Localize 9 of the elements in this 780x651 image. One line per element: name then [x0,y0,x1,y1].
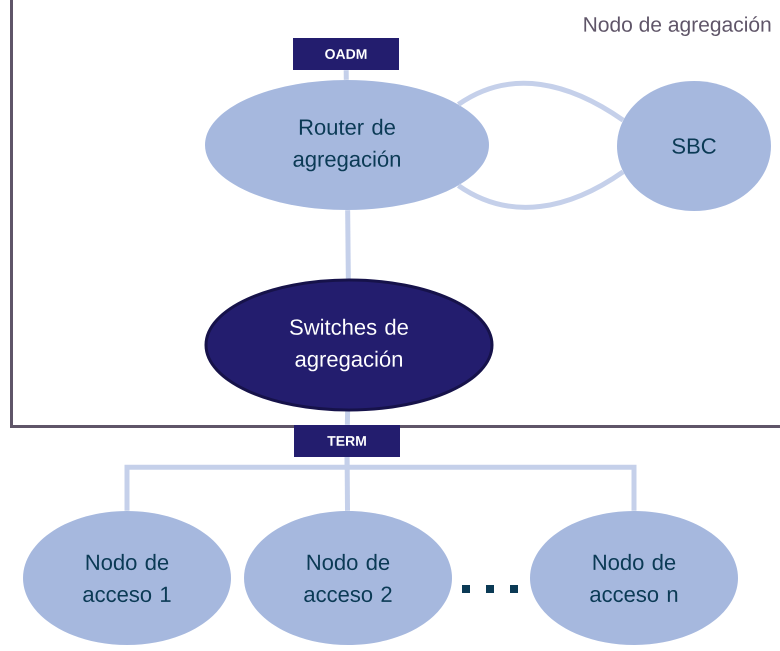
group-label: Nodo de agregación [584,16,770,36]
connector-line [345,210,351,279]
connector-line [344,411,350,425]
connector-line [457,170,624,210]
port-label: TERM [294,425,400,457]
connector-line [457,80,624,122]
port-label: OADM [293,38,399,70]
connector-line [344,70,349,80]
connector-line [344,457,636,511]
